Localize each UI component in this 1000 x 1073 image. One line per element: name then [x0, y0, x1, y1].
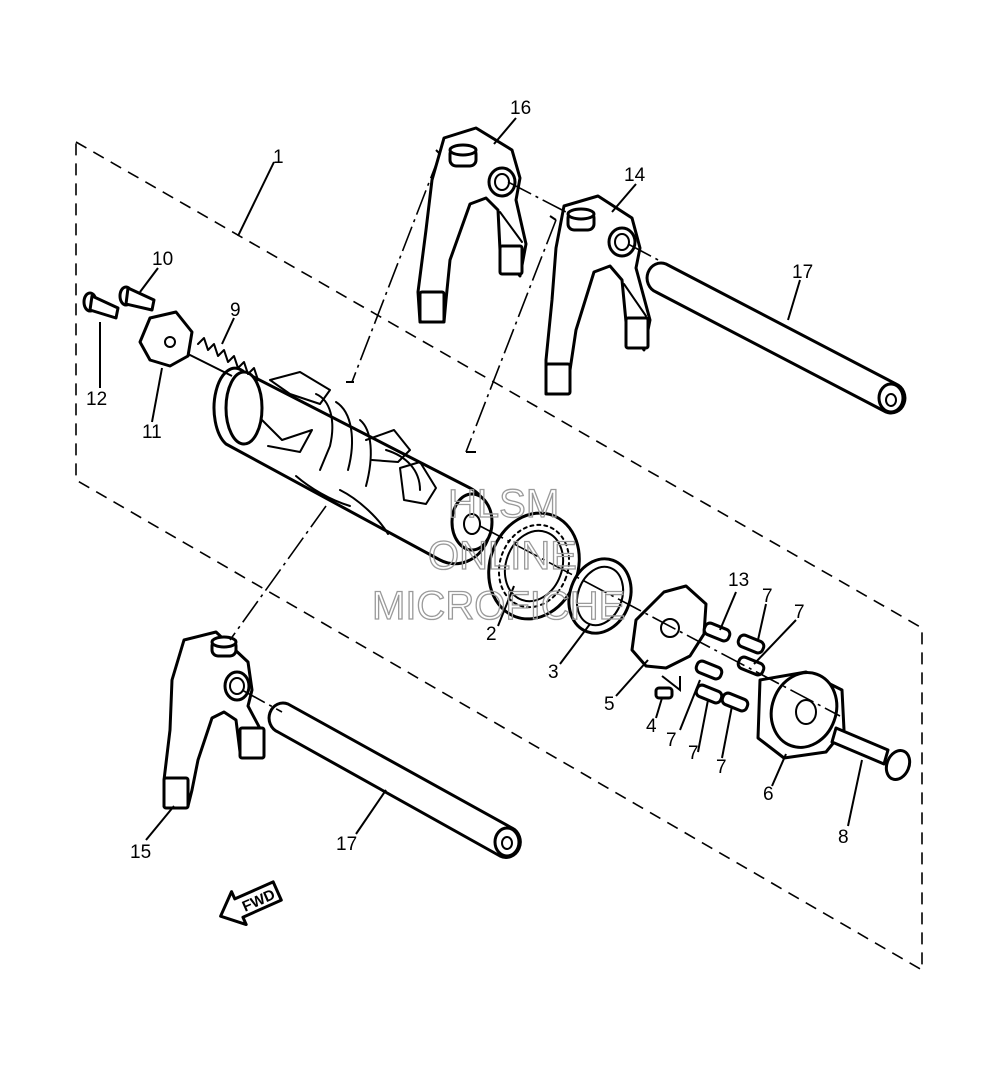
callout-7-e: 7: [716, 757, 727, 778]
callout-15: 15: [130, 842, 151, 863]
callout-14: 14: [624, 165, 646, 186]
callout-7-c: 7: [666, 730, 677, 751]
guide-bar-axis-mid: [627, 243, 663, 263]
callout-12: 12: [86, 389, 107, 410]
watermark-line-2: ONLINE: [428, 534, 577, 578]
fork15-alignment-line: [229, 505, 327, 641]
watermark: HLSM ONLINE MICROFICHE: [371, 481, 626, 628]
fork14-alignment-line: [465, 219, 557, 453]
callout-6: 6: [763, 784, 774, 805]
guide-bar-axis-lower: [241, 689, 283, 713]
pins-13-7: [694, 621, 766, 713]
callout-4: 4: [646, 716, 657, 737]
leader-lines: [99, 117, 863, 841]
callout-10: 10: [152, 249, 173, 270]
shift-drum: [212, 366, 494, 566]
shift-fork-16: [416, 126, 528, 324]
dowel-pin-4: [654, 686, 674, 700]
guide-bar-17-upper: [645, 261, 907, 415]
callout-1: 1: [273, 147, 284, 168]
shift-fork-15: [162, 630, 266, 810]
watermark-line-3: MICROFICHE: [372, 584, 625, 628]
guide-bar-axis-upper: [507, 181, 567, 213]
segment-6: [756, 670, 846, 760]
callout-2: 2: [486, 624, 497, 645]
callout-7-a: 7: [762, 586, 773, 607]
drum-axis: [479, 525, 841, 717]
bolt-10: [118, 285, 156, 312]
stopper-plate-5: [630, 584, 708, 670]
screw-8: [830, 726, 912, 782]
spring-9: [197, 337, 259, 381]
callout-13: 13: [728, 570, 749, 591]
bolt-12: [82, 291, 120, 320]
callout-7-b: 7: [794, 602, 805, 623]
guide-bar-17-lower: [267, 701, 522, 859]
callout-17-upper: 17: [792, 262, 813, 283]
forward-direction-arrow: FWD: [219, 880, 283, 927]
fork16-alignment-line: [351, 153, 441, 383]
callout-9: 9: [230, 300, 241, 321]
washer-11: [138, 310, 194, 368]
callout-3: 3: [548, 662, 559, 683]
callout-11: 11: [142, 422, 162, 443]
callout-8: 8: [838, 827, 849, 848]
watermark-line-1: HLSM: [448, 482, 559, 526]
callout-17-lower: 17: [336, 834, 357, 855]
callout-5: 5: [604, 694, 615, 715]
callout-7-d: 7: [688, 743, 699, 764]
shift-fork-14: [544, 194, 652, 396]
assembly-boundary: [75, 140, 923, 972]
callout-16: 16: [510, 98, 531, 119]
